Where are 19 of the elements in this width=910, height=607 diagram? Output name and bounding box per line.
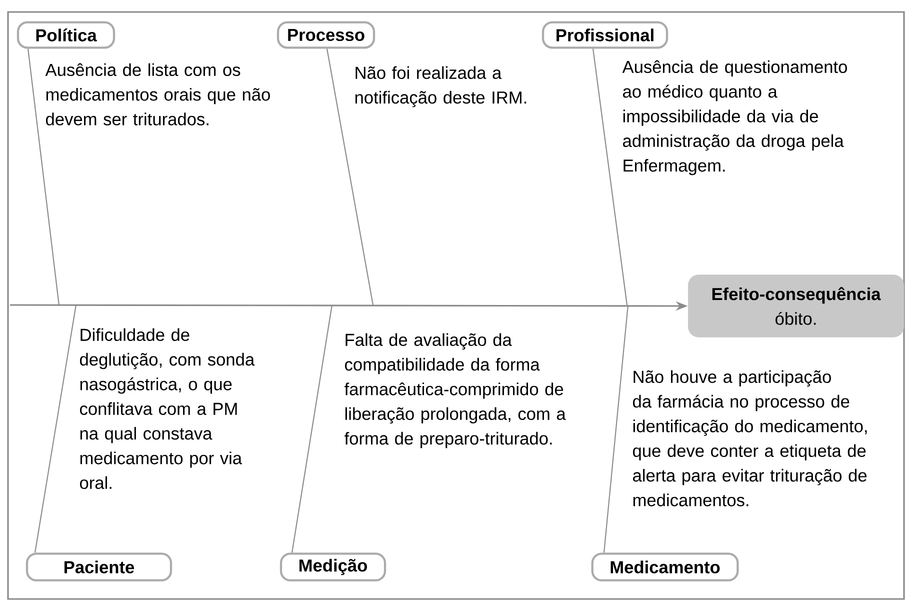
category-box: Medição bbox=[280, 552, 386, 582]
category-box: Profissional bbox=[542, 21, 668, 49]
fishbone-bone bbox=[603, 304, 629, 553]
category-box: Política bbox=[16, 21, 116, 49]
cause-text: Não houve a participação da farmácia no processo de identificação do medicamento, que deve conter a etiqueta de alerta para evitar trituração de medicamentos. bbox=[633, 370, 867, 506]
cause-text: Dificuldade de deglutição, com sonda nasogástrica, o que conflitava com a PM na qual constava medicamento por via oral. bbox=[80, 328, 255, 489]
fishbone-bone bbox=[592, 48, 628, 306]
category-box: Paciente bbox=[26, 552, 172, 582]
category-box: Processo bbox=[276, 21, 376, 49]
effect-box: Efeito-consequência óbito. bbox=[688, 274, 904, 338]
fishbone-bone bbox=[326, 48, 374, 306]
fishbone-bone bbox=[27, 48, 60, 306]
cause-text: Não foi realizada a notificação deste IRM. bbox=[355, 66, 526, 108]
cause-text: Ausência de questionamento ao médico quanto a impossibilidade da via de administração da droga pela Enfermagem. bbox=[622, 60, 847, 176]
fishbone-bone bbox=[34, 304, 77, 553]
cause-text: Ausência de lista com os medicamentos orais que não devem ser triturados. bbox=[45, 63, 270, 126]
category-box: Medicamento bbox=[591, 552, 739, 582]
fishbone-bone bbox=[291, 304, 333, 553]
cause-text: Falta de avaliação da compatibilidade da forma farmacêutica-comprimido de liberação prolongada, com a forma de preparo-triturado. bbox=[344, 333, 566, 448]
